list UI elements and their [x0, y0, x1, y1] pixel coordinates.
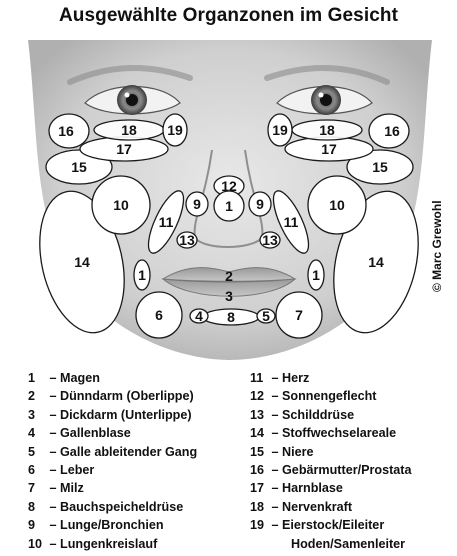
zone-1-center: 1: [214, 191, 244, 221]
svg-text:6: 6: [155, 307, 163, 323]
svg-text:18: 18: [319, 122, 335, 138]
legend-item: 6 – Leber: [28, 461, 253, 479]
legend-item: 16 – Gebärmutter/Prostata: [250, 461, 455, 479]
svg-text:13: 13: [179, 232, 195, 248]
zone-2-label: 2: [225, 268, 233, 284]
svg-text:19: 19: [167, 122, 183, 138]
page-title: Ausgewählte Organzonen im Gesicht: [0, 5, 457, 27]
zone-8: 8: [203, 309, 259, 325]
svg-text:19: 19: [272, 122, 288, 138]
svg-text:15: 15: [71, 159, 87, 175]
legend-left: 1 – Magen 2 – Dünndarm (Oberlippe) 3 – D…: [28, 369, 253, 553]
zone-9-left: 9: [186, 192, 208, 216]
zone-10-left: 10: [92, 176, 150, 234]
face-diagram: 14 14 16 16 15 15 17 17 18 18 19 19 10 1…: [0, 30, 457, 362]
svg-text:17: 17: [116, 141, 132, 157]
legend-item: 1 – Magen: [28, 369, 253, 387]
legend-item: 15 – Niere: [250, 443, 455, 461]
svg-text:14: 14: [368, 254, 384, 270]
zone-16-right: 16: [369, 114, 409, 148]
zone-1-right: 1: [308, 260, 324, 290]
legend-item: 9 – Lunge/Bronchien: [28, 516, 253, 534]
svg-text:13: 13: [262, 232, 278, 248]
zone-4: 4: [190, 308, 208, 324]
zone-5: 5: [257, 308, 275, 324]
legend-item: 3 – Dickdarm (Unterlippe): [28, 406, 253, 424]
legend-item: 5 – Galle ableitender Gang: [28, 443, 253, 461]
svg-text:15: 15: [372, 159, 388, 175]
legend-item: 19 – Eierstock/Eileiter: [250, 516, 455, 534]
legend-item: 11 – Herz: [250, 369, 455, 387]
svg-text:1: 1: [138, 267, 146, 283]
zone-10-right: 10: [308, 176, 366, 234]
svg-text:11: 11: [284, 214, 299, 230]
svg-text:11: 11: [159, 214, 174, 230]
zone-13-left: 13: [177, 232, 197, 248]
svg-text:14: 14: [74, 254, 90, 270]
zone-16-left: 16: [49, 114, 89, 148]
copyright-credit: © Marc Grewohl: [430, 162, 444, 292]
svg-text:16: 16: [384, 123, 400, 139]
legend-item: 18 – Nervenkraft: [250, 498, 455, 516]
legend-item-continuation: Hoden/Samenleiter: [250, 535, 455, 553]
svg-text:10: 10: [113, 197, 129, 213]
zone-13-right: 13: [260, 232, 280, 248]
zone-7: 7: [276, 292, 322, 338]
svg-text:4: 4: [195, 308, 203, 324]
legend-item: 17 – Harnblase: [250, 479, 455, 497]
zone-9-right: 9: [249, 192, 271, 216]
legend-item: 14 – Stoffwechselareale: [250, 424, 455, 442]
zone-1-left: 1: [134, 260, 150, 290]
legend-item: 4 – Gallenblase: [28, 424, 253, 442]
svg-text:18: 18: [121, 122, 137, 138]
legend-item: 13 – Schilddrüse: [250, 406, 455, 424]
zone-3-label: 3: [225, 288, 233, 304]
svg-text:7: 7: [295, 307, 303, 323]
svg-text:8: 8: [227, 309, 235, 325]
legend-item: 7 – Milz: [28, 479, 253, 497]
svg-text:5: 5: [262, 308, 270, 324]
legend-item: 8 – Bauchspeicheldrüse: [28, 498, 253, 516]
zone-17-left: 17: [80, 137, 168, 161]
zone-19-left: 19: [163, 114, 187, 146]
legend-item: 2 – Dünndarm (Oberlippe): [28, 387, 253, 405]
svg-text:16: 16: [58, 123, 74, 139]
zone-6: 6: [136, 292, 182, 338]
svg-text:1: 1: [225, 198, 233, 214]
svg-text:10: 10: [329, 197, 345, 213]
legend-item: 10 – Lungenkreislauf: [28, 535, 253, 553]
zone-18-right: 18: [292, 120, 362, 140]
zone-19-right: 19: [268, 114, 292, 146]
svg-text:17: 17: [321, 141, 337, 157]
svg-text:9: 9: [193, 196, 201, 212]
zone-18-left: 18: [94, 120, 164, 140]
svg-text:1: 1: [312, 267, 320, 283]
svg-text:9: 9: [256, 196, 264, 212]
legend-right: 11 – Herz 12 – Sonnengeflecht 13 – Schil…: [250, 369, 455, 553]
legend-item: 12 – Sonnengeflecht: [250, 387, 455, 405]
